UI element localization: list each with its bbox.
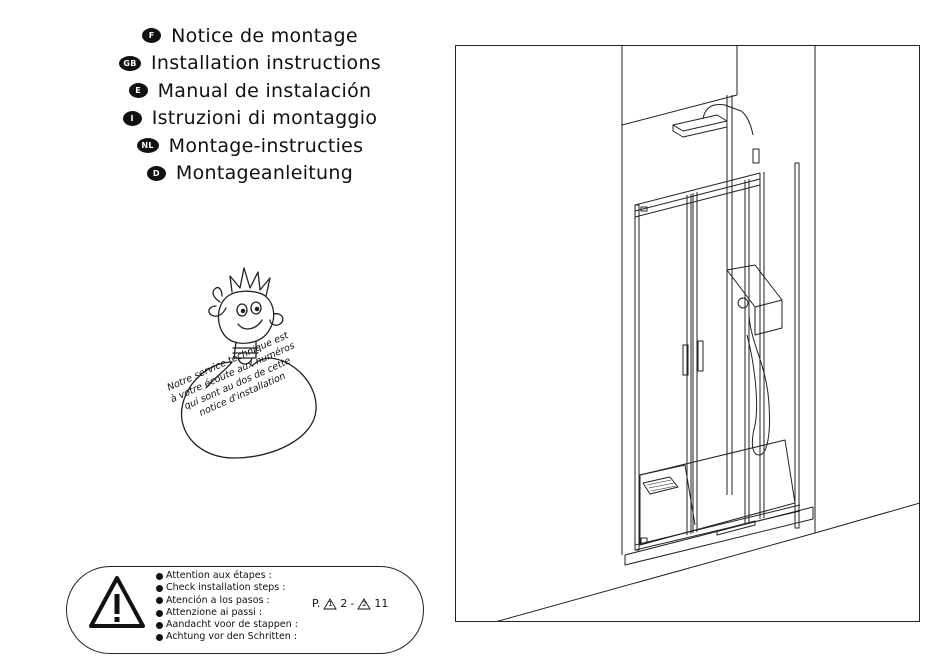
bullet-icon [156, 609, 163, 617]
attention-step-label: Atención a los pasos : [166, 594, 270, 606]
attention-step-label: Achtung vor den Schritten : [166, 631, 298, 643]
attention-step-label: Attention aux étapes : [166, 570, 272, 581]
attention-step-label: Aandacht voor de stappen : [166, 619, 298, 631]
attention-step-label: Attenzione ai passi : [166, 606, 263, 618]
step-marker-icon: 2 [357, 597, 372, 610]
lang-row-e: E Manual de instalación [60, 77, 440, 105]
lang-title-d: Montageanleitung [175, 162, 354, 185]
bullet-icon [156, 634, 163, 642]
step-marker-number: 1 [328, 599, 333, 608]
lang-row-nl: NL Montage-instructies [60, 132, 440, 160]
lang-row-f: F Notice de montage [60, 22, 440, 50]
attention-step: Attenzione ai passi : [156, 607, 298, 619]
lang-title-f: Notice de montage [171, 24, 358, 47]
step-marker-icon: 1 [323, 597, 338, 610]
bullet-icon [156, 584, 163, 592]
step-marker-number: 2 [362, 599, 367, 608]
page-prefix: P. [312, 597, 321, 610]
shower-enclosure-drawing [455, 45, 920, 622]
bullet-icon [156, 621, 163, 629]
lang-badge-nl: NL [136, 138, 159, 154]
lang-badge-f: F [142, 28, 162, 44]
page-reference: P. 1 2 - 2 11 [312, 597, 388, 610]
lang-badge-d: D [146, 165, 166, 181]
lang-row-gb: GB Installation instructions [60, 50, 440, 78]
warning-triangle-icon [89, 576, 145, 628]
attention-step: Attention aux étapes : [156, 570, 298, 582]
lightbulb-mascot-icon [180, 267, 317, 459]
bullet-icon [156, 597, 163, 605]
attention-box [66, 566, 424, 654]
lang-badge-i: I [122, 110, 142, 126]
page-number: 2 [340, 597, 348, 610]
language-title-list: F Notice de montage GB Installation inst… [60, 22, 440, 187]
lang-row-d: D Montageanleitung [60, 160, 440, 188]
page-number: 11 [374, 597, 389, 610]
attention-step: Atención a los pasos : [156, 595, 298, 607]
lang-title-nl: Montage-instructies [168, 134, 364, 157]
attention-step: Achtung vor den Schritten : [156, 631, 298, 643]
attention-step: Check installation steps : [156, 582, 298, 594]
attention-steps: Attention aux étapes : Check installatio… [156, 570, 298, 644]
bullet-icon [156, 572, 163, 580]
lang-title-i: Istruzioni di montaggio [151, 107, 378, 130]
lang-title-e: Manual de instalación [157, 79, 372, 102]
lang-row-i: I Istruzioni di montaggio [60, 105, 440, 133]
lang-badge-gb: GB [118, 55, 141, 71]
lang-badge-e: E [128, 83, 148, 99]
attention-step: Aandacht voor de stappen : [156, 619, 298, 631]
lang-title-gb: Installation instructions [150, 52, 382, 75]
page-separator: - [350, 597, 355, 610]
attention-step-label: Check installation steps : [166, 582, 286, 594]
